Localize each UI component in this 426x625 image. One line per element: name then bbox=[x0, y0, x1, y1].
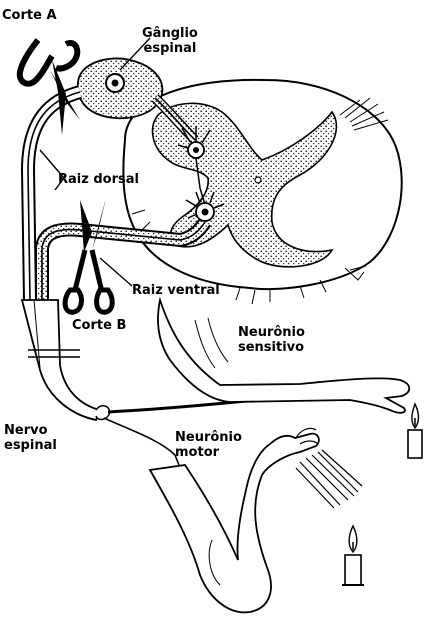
label-corte-b-text: Corte B bbox=[72, 318, 126, 333]
label-raiz-ventral-text: Raiz ventral bbox=[132, 283, 220, 298]
label-corte-b: Corte B bbox=[72, 318, 126, 333]
label-nervo-espinal-line1: Nervo bbox=[4, 423, 57, 438]
label-raiz-dorsal: Raiz dorsal bbox=[58, 172, 139, 187]
dorsal-root-ganglion bbox=[78, 58, 163, 118]
extended-arm bbox=[158, 300, 409, 413]
label-neuronio-motor: Neurônio motor bbox=[175, 430, 242, 460]
label-neuronio-motor-line1: Neurônio bbox=[175, 430, 242, 445]
label-nervo-espinal-line2: espinal bbox=[4, 438, 57, 453]
label-ganglio-espinal: Gânglio espinal bbox=[142, 26, 198, 56]
label-raiz-ventral: Raiz ventral bbox=[132, 283, 220, 298]
label-ganglio-line1: Gânglio bbox=[142, 26, 198, 41]
label-neuronio-sensitivo-line1: Neurônio bbox=[238, 325, 305, 340]
label-corte-a: Corte A bbox=[2, 8, 57, 23]
candle-right-icon bbox=[408, 404, 422, 458]
heat-rays bbox=[296, 450, 362, 508]
label-ganglio-line2: espinal bbox=[142, 41, 198, 56]
label-corte-a-text: Corte A bbox=[2, 8, 57, 23]
label-raiz-dorsal-text: Raiz dorsal bbox=[58, 172, 139, 187]
label-neuronio-motor-line2: motor bbox=[175, 445, 242, 460]
label-neuronio-sensitivo: Neurônio sensitivo bbox=[238, 325, 305, 355]
label-nervo-espinal: Nervo espinal bbox=[4, 423, 57, 453]
scissors-b-icon bbox=[65, 198, 112, 312]
label-neuronio-sensitivo-line2: sensitivo bbox=[238, 340, 305, 355]
candle-bottom-icon bbox=[342, 526, 364, 585]
